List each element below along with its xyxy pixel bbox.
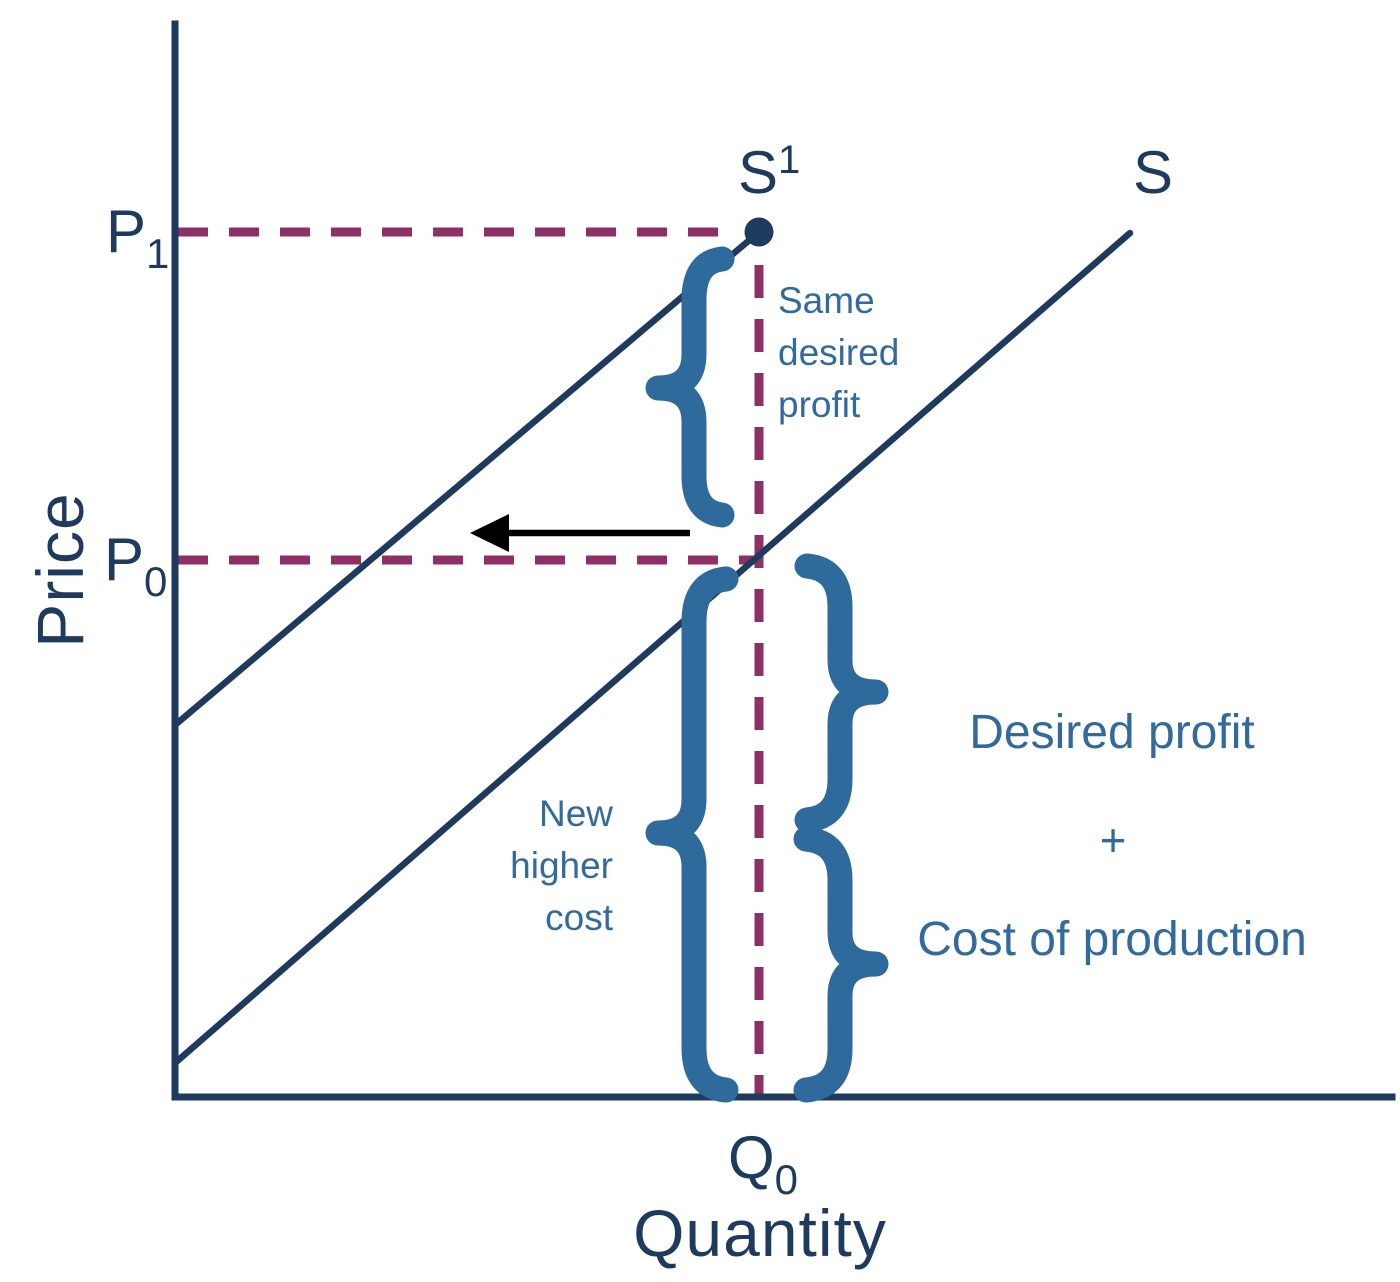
brace-desired-profit [794,553,889,833]
brace-new-higher-cost [645,566,739,1103]
y-axis-title: Price [23,492,97,647]
arrow-head [470,514,509,552]
q0-label: Q0 [728,1124,798,1203]
shift-left-arrow [470,514,690,552]
s1-endpoint-dot [744,217,774,247]
brace-same-desired-profit [645,246,735,528]
supply-curve-s [171,229,1134,1067]
s1-curve-label: S1 [738,138,800,206]
p1-label: P1 [106,198,169,277]
axes [171,20,1396,1101]
x-axis-title: Quantity [633,1196,887,1270]
s-curve-label: S [1133,139,1173,206]
brace-cost-of-production [793,826,889,1103]
annotation-cost-of-production: Cost of production [917,913,1307,966]
p0-label: P0 [104,526,167,605]
supply-curve-s1-shifted [171,228,763,729]
annotation-plus: + [1100,814,1127,866]
annotation-desired-profit: Desired profit [969,706,1254,759]
